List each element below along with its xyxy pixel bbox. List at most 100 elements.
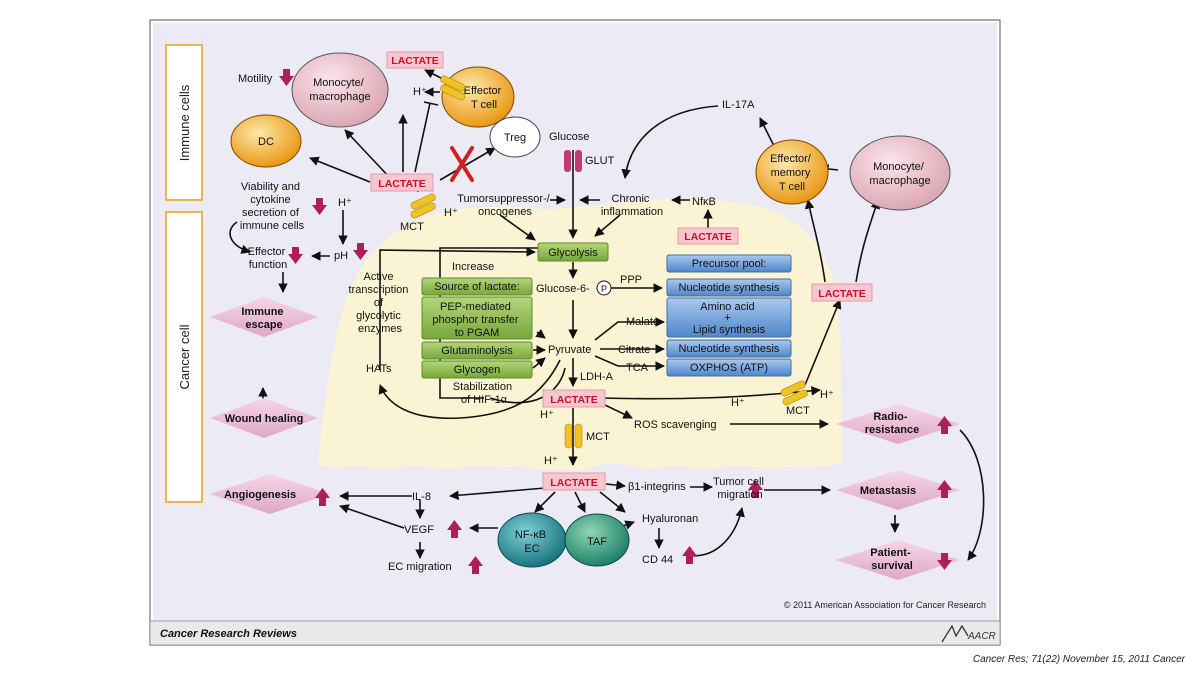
tumor-cell-migration-label: Tumor cell migration: [713, 476, 767, 501]
hats-label: HATs: [366, 363, 392, 375]
source-of-lactate-box: Source of lactate:: [421, 277, 533, 296]
increase-label: Increase: [452, 261, 494, 273]
mct-transporter-icon-bottom: [564, 423, 583, 449]
precursor-pool-box: Precursor pool:: [666, 254, 792, 273]
vegf-up-arrow: [447, 520, 462, 538]
lactate-box-center: LACTATE: [542, 389, 606, 408]
svg-text:LACTATE: LACTATE: [684, 231, 731, 243]
effector-function-down-arrow: [288, 247, 303, 264]
taf-label: TAF: [587, 536, 607, 548]
mct-label-left: MCT: [400, 221, 424, 233]
ph-label: pH: [334, 250, 348, 262]
nucleotide-synthesis-box-2: Nucleotide synthesis: [666, 339, 792, 358]
trend-arrows: [279, 69, 952, 574]
effector-memory-label: Effector/ memory T cell: [770, 153, 814, 193]
active-transcription-label: Active transcription of glycolytic enzym…: [349, 271, 412, 335]
nfkb-ec-label: NF-κB EC: [515, 529, 549, 555]
mct-transporter-icon-top: [440, 75, 466, 101]
svg-text:Metastasis: Metastasis: [860, 485, 916, 497]
cancer-cell-box: [165, 211, 203, 503]
b1-integrins-label: β1-integrins: [628, 481, 686, 493]
survival-down-arrow: [937, 553, 952, 570]
glut-transporter-icon: [564, 150, 582, 172]
citrate-label: Citrate: [618, 344, 650, 356]
amino-acid-lipid-box: Amino acid + Lipid synthesis: [666, 297, 792, 338]
monocyte-macrophage-cell-top: [291, 52, 389, 128]
mct-transporter-icon-left: [410, 193, 436, 219]
lactate-box-nfkb: LACTATE: [677, 227, 739, 245]
wound-healing-diamond: Wound healing: [210, 398, 318, 438]
svg-text:Glycogen: Glycogen: [454, 364, 500, 376]
monocyte-label-top: Monocyte/ macrophage: [309, 77, 370, 103]
motility-label: Motility: [238, 73, 273, 85]
svg-text:Glutaminolysis: Glutaminolysis: [441, 345, 513, 357]
nucleotide-synthesis-box-1: Nucleotide synthesis: [666, 278, 792, 297]
lactate-box-bottom: LACTATE: [542, 472, 606, 491]
viability-label: Viability and cytokine secretion of immu…: [240, 181, 305, 232]
treg-label: Treg: [504, 132, 526, 144]
journal-title: Cancer Research Reviews: [160, 628, 297, 640]
svg-text:LACTATE: LACTATE: [550, 477, 597, 489]
svg-text:Wound healing: Wound healing: [225, 413, 304, 425]
immune-cells-label: Immune cells: [177, 84, 192, 161]
dc-cell: [230, 114, 302, 168]
effector-function-label: Effector function: [248, 246, 289, 271]
chronic-inflammation-label: Chronic inflammation: [601, 193, 663, 218]
h-plus-mct-left: H⁺: [444, 207, 458, 219]
glucose6p-label: Glucose-6-: [536, 283, 590, 295]
tca-label: TCA: [626, 362, 649, 374]
svg-text:Angiogenesis: Angiogenesis: [224, 489, 296, 501]
ros-scavenging-label: ROS scavenging: [634, 419, 717, 431]
angiogenesis-diamond: Angiogenesis: [210, 474, 330, 514]
svg-text:Amino acid + Lipid: Amino acid + Lipid synthesis: [693, 301, 766, 336]
h-plus-center: H⁺: [540, 409, 554, 421]
svg-text:Nucleotide synthesis: Nucleotide synthesis: [679, 282, 780, 294]
h-plus-top: H⁺: [413, 86, 427, 98]
lactate-box-top: LACTATE: [386, 51, 444, 69]
lactate-box-right: LACTATE: [811, 283, 873, 302]
ec-migration-up-arrow: [468, 556, 483, 574]
svg-text:LACTATE: LACTATE: [818, 288, 865, 300]
glucose-label: Glucose: [549, 131, 589, 143]
nfkb-label: NfκB: [692, 196, 716, 208]
svg-text:LACTATE: LACTATE: [391, 55, 438, 67]
oxphos-box: OXPHOS (ATP): [666, 358, 792, 377]
cd44-label: CD 44: [642, 554, 673, 566]
svg-text:Radio- resistance: Radio- resistance: [865, 411, 919, 436]
glutaminolysis-box: Glutaminolysis: [421, 341, 533, 360]
taf-cell: [564, 513, 630, 567]
ph-down-arrow: [353, 243, 368, 260]
glycogen-box: Glycogen: [421, 360, 533, 379]
radioresistance-diamond: Radio- resistance: [836, 404, 960, 444]
footer-bar: [149, 620, 1001, 646]
citation-text: Cancer Res; 71(22) November 15, 2011 Can…: [973, 654, 1186, 665]
motility-down-arrow: [279, 69, 294, 86]
metastasis-up-arrow: [937, 480, 952, 498]
svg-text:PEP-mediated phosphor tr: PEP-mediated phosphor transfer to PGAM: [432, 301, 521, 339]
patient-survival-diamond: Patient- survival: [836, 540, 960, 580]
svg-text:Precursor pool:: Precursor pool:: [692, 258, 767, 270]
svg-text:Patient- survival: Patient- survival: [870, 547, 913, 572]
glycolysis-box: Glycolysis: [537, 242, 609, 262]
copyright-text: © 2011 American Association for Cancer R…: [784, 600, 986, 610]
svg-text:Glycolysis: Glycolysis: [548, 247, 598, 259]
effector-t-cell-label: Effector T cell: [464, 85, 505, 111]
svg-text:OXPHOS (ATP): OXPHOS (ATP): [690, 362, 768, 374]
ldha-label: LDH-A: [580, 371, 614, 383]
malate-label: Malate: [626, 316, 659, 328]
immune-escape-diamond: Immune escape: [210, 297, 318, 337]
dc-label: DC: [258, 136, 274, 148]
svg-text:AACR: AACR: [967, 631, 996, 642]
phosphate-circle-icon: P: [596, 280, 612, 296]
viability-down-arrow: [312, 198, 327, 215]
svg-text:Source of lactate:: Source of lactate:: [434, 281, 520, 293]
tumorsuppressor-label: Tumorsuppressor-/ oncogenes: [457, 193, 553, 218]
cancer-cell-label: Cancer cell: [177, 324, 192, 389]
mct-transporter-icon-right: [780, 380, 808, 406]
h-plus-right-outer: H⁺: [820, 389, 834, 401]
angiogenesis-up-arrow: [315, 488, 330, 506]
h-plus-bottom: H⁺: [544, 455, 558, 467]
mct-label-bottom: MCT: [586, 431, 610, 443]
effector-t-cell: [441, 66, 515, 128]
svg-text:LACTATE: LACTATE: [378, 178, 425, 190]
